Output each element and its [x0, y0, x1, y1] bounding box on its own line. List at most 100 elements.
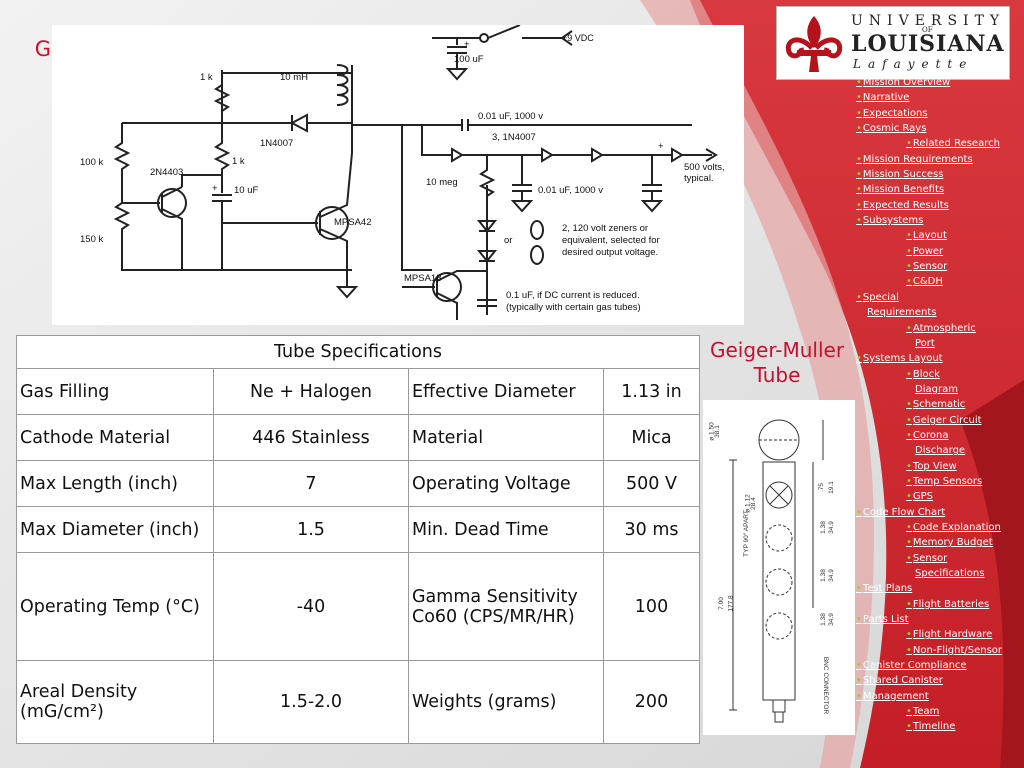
circuit-label: 2N4403	[150, 167, 184, 178]
table-cell: Gamma Sensitivity Co60 (CPS/MR/HR)	[408, 552, 604, 662]
nav-link[interactable]: Timeline	[852, 719, 1024, 734]
circuit-label: +	[464, 39, 470, 50]
nav-link[interactable]: Mission Benefits	[852, 182, 1024, 197]
nav-link[interactable]: GPS	[852, 489, 1024, 504]
nav-link[interactable]: Management	[852, 689, 1024, 704]
nav-link[interactable]: Mission Success	[852, 167, 1024, 182]
table-row: Gas Filling Ne + Halogen Effective Diame…	[16, 367, 700, 416]
table-cell: Areal Density (mG/cm²)	[16, 660, 214, 744]
tube-label: 28.4	[749, 497, 757, 510]
table-cell: Max Length (inch)	[16, 460, 214, 508]
nav-link[interactable]: Top View	[852, 459, 1024, 474]
logo-louisiana-text: LOUISIANA	[851, 31, 1005, 57]
nav-link[interactable]: Schematic	[852, 397, 1024, 412]
nav-link[interactable]: Canister Compliance	[852, 658, 1024, 673]
table-cell: 200	[603, 660, 700, 744]
tube-label: 177.8	[727, 595, 735, 612]
circuit-label: 500 volts, typical.	[684, 162, 725, 184]
nav-link[interactable]: Sensor	[852, 551, 1024, 566]
nav-link[interactable]: Code Flow Chart	[852, 505, 1024, 520]
tube-label: BNC CONNECTOR	[822, 656, 830, 715]
tube-label: 38.1	[713, 425, 721, 438]
circuit-label: 10 meg	[426, 177, 458, 188]
nav-link[interactable]: Geiger Circuit	[852, 413, 1024, 428]
nav-link[interactable]: Shared Canister	[852, 673, 1024, 688]
circuit-label: MPSA42	[334, 217, 372, 228]
circuit-label: equivalent, selected for	[562, 235, 660, 246]
nav-link[interactable]: Parts List	[852, 612, 1024, 627]
circuit-label: 100 uF	[454, 54, 484, 65]
nav-link[interactable]: Mission Overview	[852, 75, 1024, 90]
table-cell: 1.5	[213, 506, 409, 554]
nav-link[interactable]: Atmospheric	[852, 321, 1024, 336]
tube-label: 1.38	[819, 569, 827, 582]
circuit-label: 150 k	[80, 234, 104, 245]
tube-title: Geiger-Muller Tube	[709, 338, 845, 387]
table-row: Max Length (inch) 7 Operating Voltage 50…	[16, 460, 700, 508]
circuit-label: 3, 1N4007	[492, 132, 536, 143]
table-row: Areal Density (mG/cm²) 1.5-2.0 Weights (…	[16, 660, 700, 744]
circuit-label: desired output voltage.	[562, 247, 659, 258]
nav-link[interactable]: Cosmic Rays	[852, 121, 1024, 136]
nav-link[interactable]: Temp Sensors	[852, 474, 1024, 489]
geiger-circuit-schematic: +9 VDC 100 uF 1 k 10 mH 1N4007 0.01 uF, …	[52, 24, 744, 325]
nav-link[interactable]: Memory Budget	[852, 535, 1024, 550]
tube-label: 7.00	[717, 597, 725, 610]
nav-link[interactable]: Layout	[852, 228, 1024, 243]
circuit-label: 10 uF	[234, 185, 259, 196]
circuit-label: 1N4007	[260, 138, 294, 149]
geiger-muller-tube-drawing: ø 1.50 38.1 ø 1.12 28.4 TYP 90° APART 7.…	[703, 400, 855, 735]
nav-link[interactable]: Related Research	[852, 136, 1024, 151]
circuit-label: 1 k	[232, 156, 245, 167]
nav-link[interactable]: Mission Requirements	[852, 152, 1024, 167]
nav-link[interactable]: Flight Batteries	[852, 597, 1024, 612]
nav-link[interactable]: Systems Layout	[852, 351, 1024, 366]
tube-label: .75	[818, 482, 826, 493]
nav-link[interactable]: Requirements	[867, 307, 937, 319]
nav-link[interactable]: Subsystems	[852, 213, 1024, 228]
nav-link[interactable]: Port	[915, 337, 935, 349]
nav-link[interactable]: Expectations	[852, 106, 1024, 121]
nav-link[interactable]: Flight Hardware	[852, 627, 1024, 642]
nav-link[interactable]: Diagram	[915, 383, 958, 395]
circuit-label: +9 VDC	[562, 33, 594, 43]
nav-link[interactable]: Power	[852, 244, 1024, 259]
tube-label: TYP 90° APART	[742, 510, 750, 557]
tube-label: 1.38	[819, 521, 827, 534]
tube-label: 19.1	[827, 481, 835, 494]
circuit-label: +	[658, 141, 664, 152]
table-cell: Effective Diameter	[408, 367, 604, 416]
nav-link[interactable]: Test Plans	[852, 581, 1024, 596]
table-cell: 30 ms	[603, 506, 700, 554]
table-cell: Gas Filling	[16, 367, 214, 416]
nav-link[interactable]: Discharge	[915, 445, 966, 457]
nav-link[interactable]: C&DH	[852, 274, 1024, 289]
circuit-label: 2, 120 volt zeners or	[562, 223, 649, 234]
table-cell: Ne + Halogen	[213, 367, 409, 416]
nav-link[interactable]: Specifications	[915, 568, 985, 579]
logo-university-text: UNIVERSITY	[851, 13, 1006, 29]
table-cell: 1.5-2.0	[213, 660, 409, 744]
table-cell: 7	[213, 460, 409, 508]
tube-labels: ø 1.50 38.1 ø 1.12 28.4 TYP 90° APART 7.…	[703, 400, 855, 735]
nav-link[interactable]: Special	[852, 290, 1024, 305]
table-cell: 500 V	[603, 460, 700, 508]
tube-label: 1.38	[819, 613, 827, 626]
circuit-labels: 100 uF 1 k 10 mH 1N4007 0.01 uF, 1000 v …	[52, 25, 744, 325]
table-cell: Weights (grams)	[408, 660, 604, 744]
table-header: Tube Specifications	[16, 335, 700, 369]
nav-link[interactable]: Code Explanation	[852, 520, 1024, 535]
nav-link[interactable]: Team	[852, 704, 1024, 719]
tube-label: 34.9	[827, 521, 835, 534]
table-cell: 100	[603, 552, 700, 662]
nav-link[interactable]: Sensor	[852, 259, 1024, 274]
nav-link[interactable]: Expected Results	[852, 198, 1024, 213]
nav-link[interactable]: Non-Flight/Sensor	[852, 643, 1024, 658]
tube-specifications-table: Tube Specifications Gas Filling Ne + Hal…	[16, 335, 700, 744]
table-row: Operating Temp (°C) -40 Gamma Sensitivit…	[16, 552, 700, 662]
nav-link[interactable]: Block	[852, 367, 1024, 382]
nav-link[interactable]: Corona	[852, 428, 1024, 443]
nav-link[interactable]: Narrative	[852, 90, 1024, 105]
table-cell: -40	[213, 552, 409, 662]
circuit-label: 0.01 uF, 1000 v	[478, 111, 543, 122]
